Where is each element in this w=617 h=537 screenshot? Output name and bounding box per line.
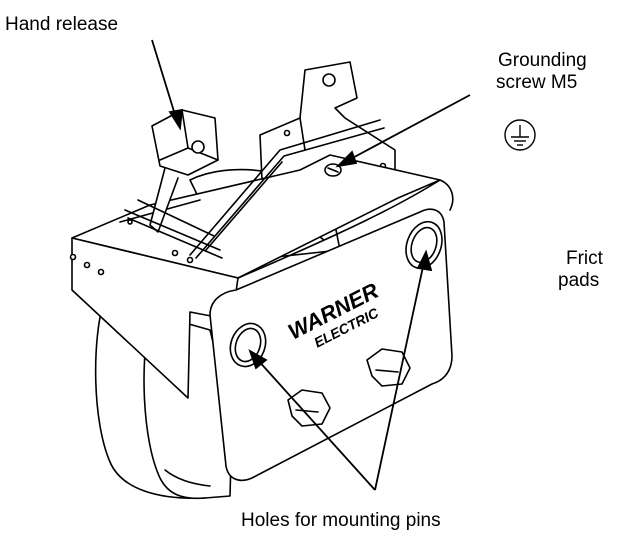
label-friction-line1: Frict — [566, 248, 603, 269]
main-housing — [69, 179, 454, 482]
spring-wire — [189, 119, 385, 259]
wheel — [94, 299, 233, 500]
label-friction-line2: pads — [558, 270, 600, 291]
hand-release-lever — [124, 109, 223, 259]
leader-lines — [151, 39, 471, 491]
label-holes: Holes for mounting pins — [241, 510, 441, 531]
label-grounding-line1: Grounding — [498, 50, 587, 71]
label-hand-release: Hand release — [5, 14, 119, 35]
ground-symbol-icon — [504, 119, 536, 151]
label-grounding-line2: screw M5 — [496, 72, 578, 93]
